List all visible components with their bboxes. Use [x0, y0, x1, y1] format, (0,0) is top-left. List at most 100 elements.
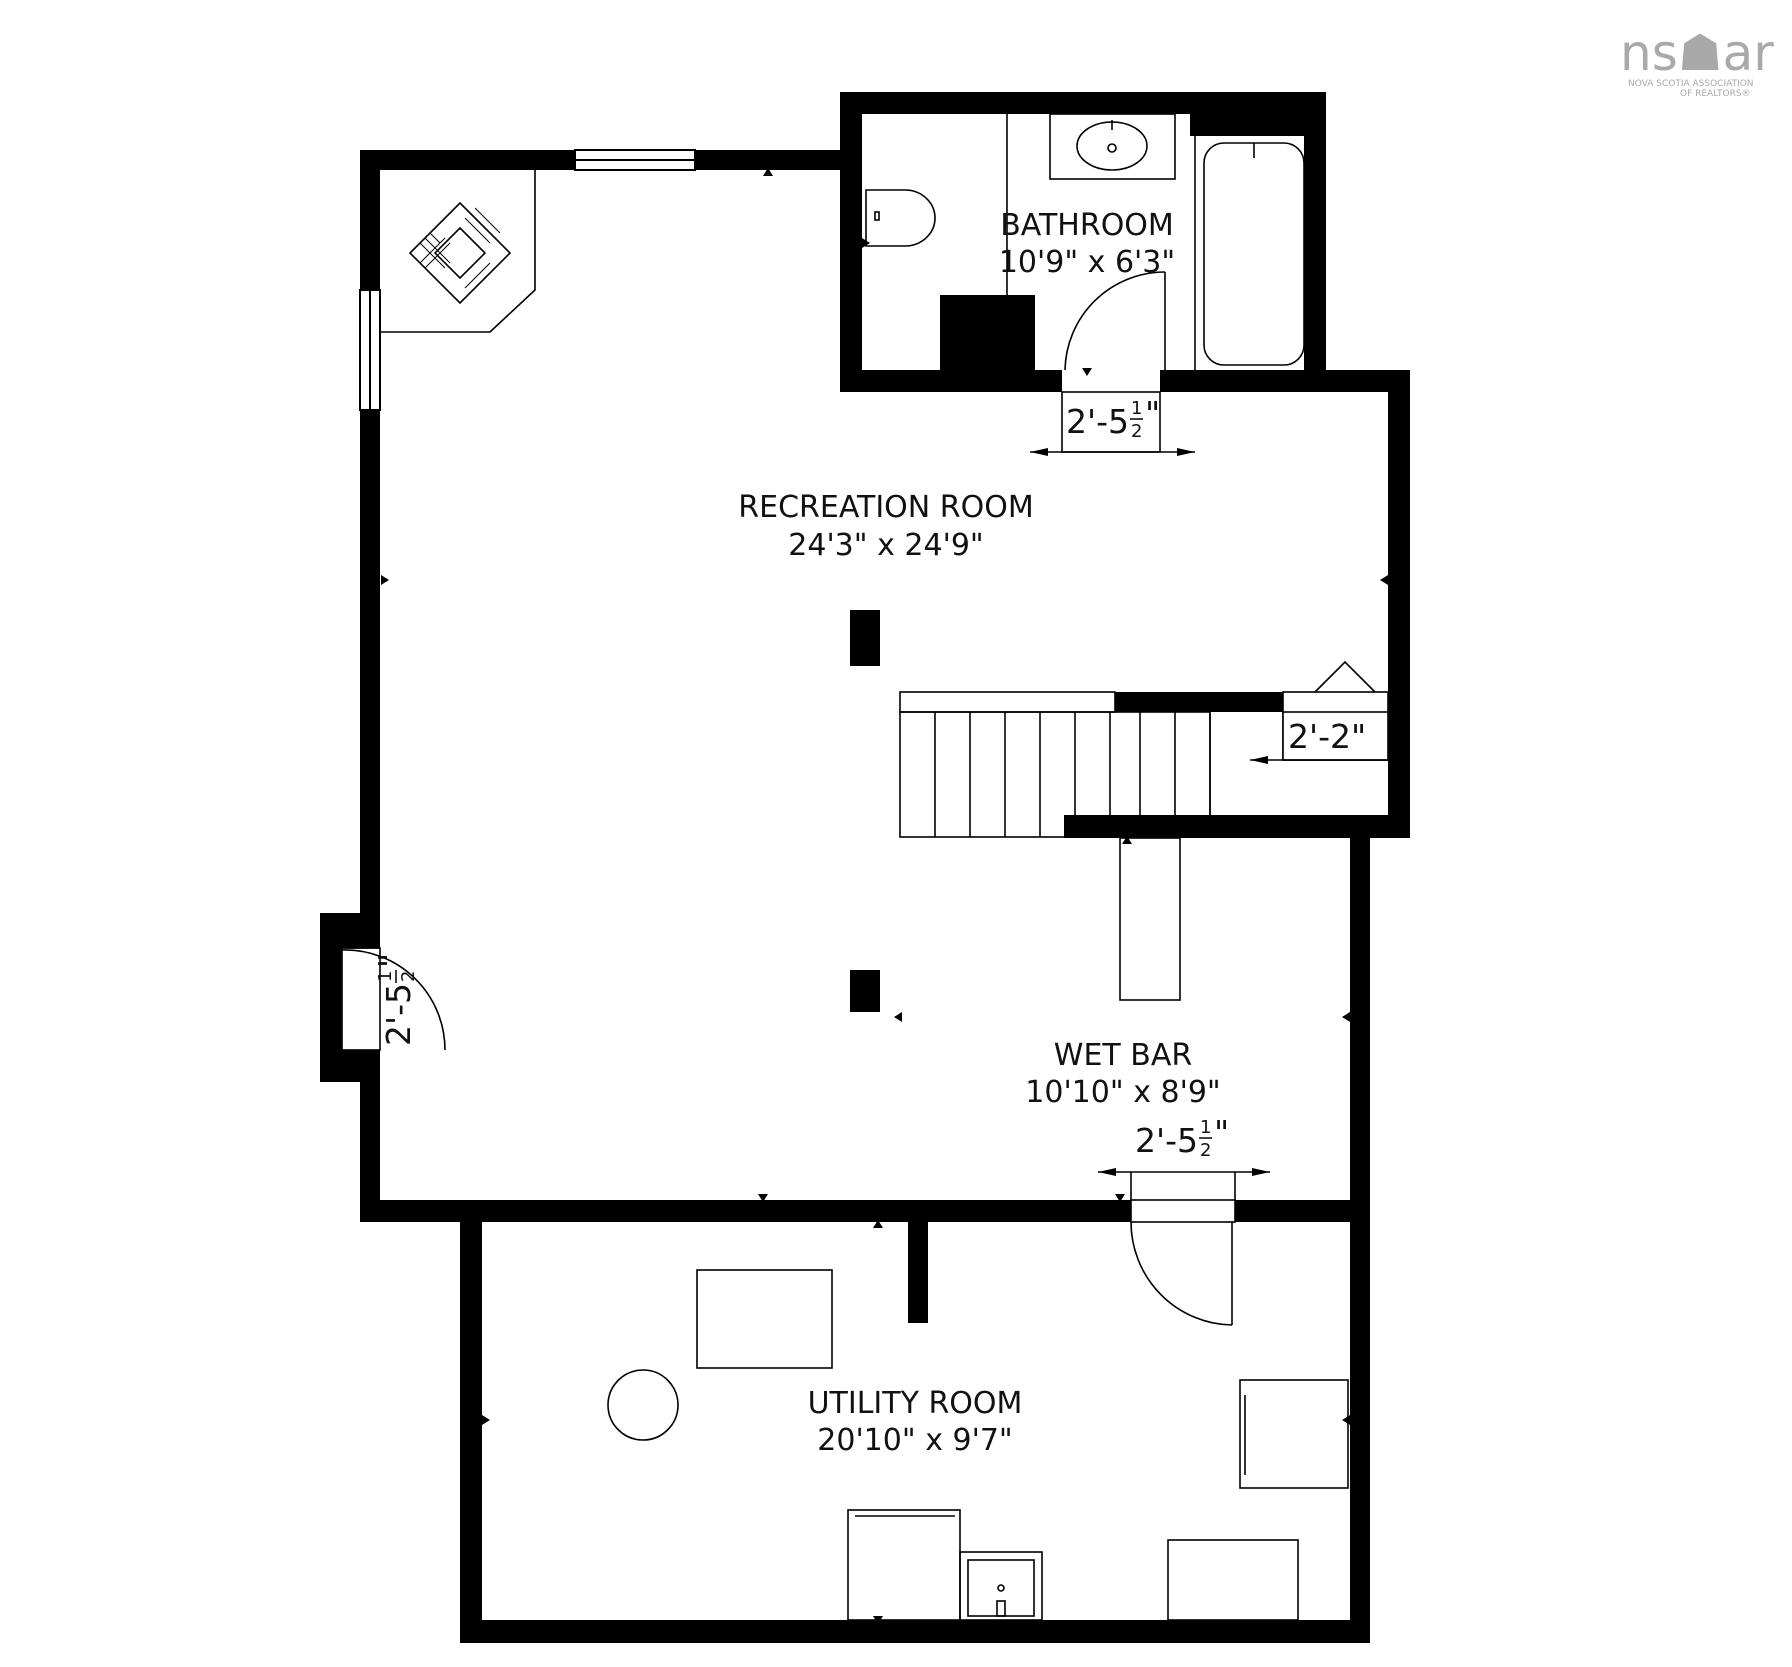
left-door-arc: [341, 949, 446, 1051]
divider-wall-right: [1235, 1200, 1370, 1222]
wetbar-name: WET BAR: [1054, 1038, 1192, 1073]
bath-door-arc: [1064, 271, 1166, 371]
recreation-room-name: RECREATION ROOM: [738, 490, 1033, 525]
left-door-dim-num: 1: [375, 971, 396, 982]
utility-appliance-top: [696, 1269, 833, 1369]
logo-line1: NOVA SCOTIA ASSOCIATION: [1628, 79, 1754, 89]
stair-bottom-wall: [1064, 815, 1410, 838]
bath-door-dim-label: 2'-5 1 2 ": [1066, 394, 1160, 442]
left-door-dim-label: 2'-5 1 2 ": [371, 953, 419, 1046]
logo-text: ns☗ar: [1620, 24, 1774, 82]
wall-marker: [1342, 1012, 1350, 1022]
utility-room-size: 20'10" x 9'7": [817, 1423, 1012, 1458]
bathtub: [1203, 142, 1305, 366]
utility-left-wall: [460, 1220, 482, 1643]
wetbar-right-wall: [1350, 835, 1370, 1207]
arrow: [1177, 448, 1195, 456]
toilet: [865, 189, 936, 247]
fireplace-outer: [408, 201, 512, 305]
toilet-handle: [874, 211, 880, 221]
logo-line2: OF REALTORS®: [1680, 89, 1751, 99]
arrow: [1098, 1168, 1116, 1176]
bath-top-right-wall: [1190, 92, 1326, 136]
wall-marker: [873, 1220, 883, 1228]
wall-marker: [482, 1415, 490, 1425]
utility-partition: [908, 1220, 928, 1323]
wetbar-counter: [1119, 837, 1181, 1001]
arrow: [1250, 756, 1268, 764]
utility-door-dim-whole: 2'-5: [1135, 1121, 1198, 1160]
wall-marker: [1115, 1194, 1125, 1202]
wall-marker: [873, 1616, 883, 1624]
post-upper: [850, 610, 880, 666]
washer: [847, 1509, 961, 1621]
left-bump-side: [320, 913, 342, 1078]
stair-treads: [934, 712, 1211, 837]
water-heater: [607, 1369, 679, 1441]
markers: [381, 168, 1388, 1624]
bath-door-dim-den: 2: [1131, 421, 1142, 442]
wall-marker: [1304, 238, 1312, 248]
bathroom-size: 10'9" x 6'3": [999, 245, 1175, 280]
fireplace-hearth: [380, 170, 536, 333]
bath-bottom-wall-right: [1160, 370, 1410, 392]
utility-door-dim-inch: ": [1214, 1113, 1229, 1152]
wetbar-size: 10'10" x 8'9": [1025, 1075, 1220, 1110]
rec-right-wall: [1388, 370, 1410, 838]
utility-right-wall: [1350, 1220, 1370, 1643]
bathroom-name: BATHROOM: [1000, 208, 1174, 243]
wall-marker: [1122, 836, 1132, 844]
utility-door-opening: [1130, 1199, 1236, 1223]
left-wall-low: [360, 1050, 380, 1222]
dimension-lines: [1030, 391, 1395, 1200]
wall-marker: [381, 575, 389, 585]
left-door-dim-inch: ": [371, 953, 410, 968]
bath-door-dim-box: [1061, 391, 1161, 453]
wall-marker: [1082, 368, 1092, 376]
bath-column: [940, 295, 1035, 375]
fixtures: [341, 113, 1389, 1621]
wall-marker: [894, 1012, 902, 1022]
rec-top-wall-right: [695, 150, 860, 170]
laundry-sink-outer: [959, 1551, 1043, 1621]
left-wall-mid: [360, 410, 380, 920]
nsar-logo: ns☗ar NOVA SCOTIA ASSOCIATION OF REALTOR…: [1620, 24, 1774, 99]
stair-top-wall: [1115, 692, 1283, 712]
utility-door-dim-label: 2'-5 1 2 ": [1135, 1113, 1229, 1161]
wall-marker: [758, 1194, 768, 1202]
sink-drain: [1107, 143, 1117, 153]
windows: [359, 149, 696, 411]
bath-door-dim-whole: 2'-5: [1066, 402, 1129, 441]
fireplace-hatch: [419, 207, 501, 294]
fireplace-inner: [433, 226, 487, 280]
laundry-sink-inner: [967, 1559, 1035, 1617]
stair-door-dim-label: 2'-2": [1288, 717, 1366, 756]
stair-door-dim-box: [1282, 711, 1389, 761]
post-lower: [850, 970, 880, 1012]
left-wall-top: [360, 150, 380, 290]
recreation-room-size: 24'3" x 24'9": [788, 528, 983, 563]
utility-door-dim-den: 2: [1200, 1140, 1211, 1161]
stair-door-arc: [1314, 660, 1376, 693]
laundry-sink-faucet: [996, 1600, 1006, 1617]
utility-appliance-bottom: [1167, 1539, 1299, 1621]
divider-wall-left: [360, 1200, 1131, 1222]
dimension-labels: 2'-5 1 2 " 2'-2" 2'-5 1 2 " 2'-5 1 2 ": [371, 394, 1366, 1161]
laundry-sink-drain: [997, 1584, 1005, 1592]
walls: [320, 92, 1410, 1643]
arrow: [1030, 448, 1048, 456]
wall-marker: [1342, 1415, 1350, 1425]
bath-door-dim-num: 1: [1131, 398, 1142, 419]
utility-appliance-right: [1239, 1379, 1349, 1489]
utility-room-name: UTILITY ROOM: [808, 1386, 1023, 1421]
bath-bottom-wall-left: [840, 370, 1062, 392]
bath-left-wall: [840, 92, 862, 392]
wall-marker: [862, 238, 870, 248]
room-labels: BATHROOM 10'9" x 6'3" RECREATION ROOM 24…: [738, 208, 1220, 1458]
wall-marker: [763, 168, 773, 176]
utility-door-dim-num: 1: [1200, 1117, 1211, 1138]
wall-marker: [1380, 575, 1388, 585]
utility-bottom-wall: [460, 1620, 1370, 1643]
stair-rail: [899, 691, 1116, 713]
